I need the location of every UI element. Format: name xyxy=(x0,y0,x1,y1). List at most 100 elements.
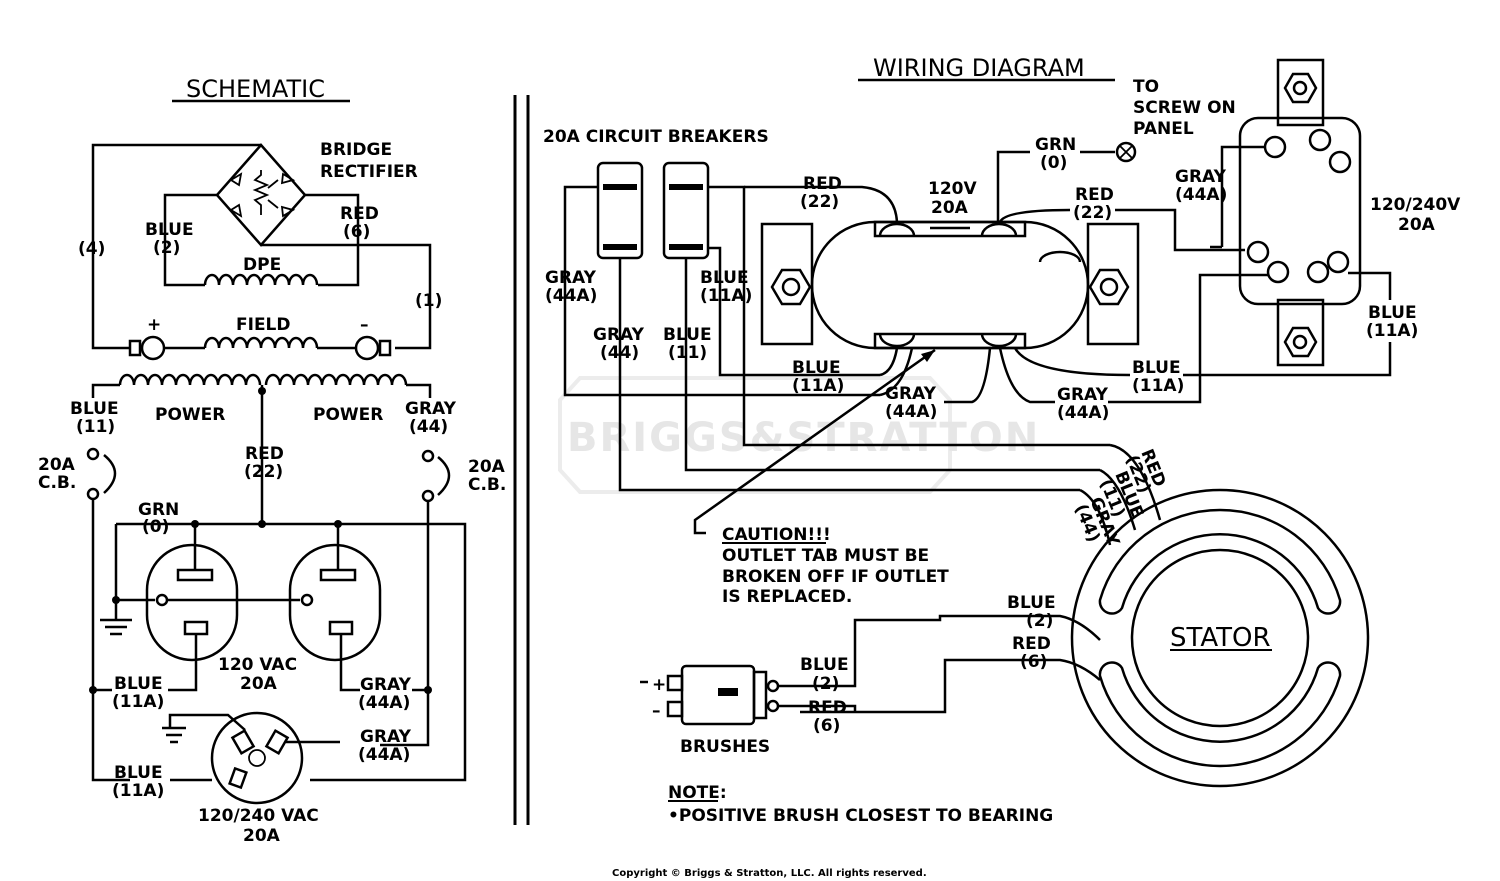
schematic-outlet-240v xyxy=(162,711,340,805)
circuit-breaker-1 xyxy=(596,161,644,260)
label-gray-mid2-num: (44A) xyxy=(1057,403,1109,423)
label-blue-mid-left-color: BLUE xyxy=(792,358,841,378)
label-red-6-top-color: RED xyxy=(1012,634,1051,654)
label-bridge: BRIDGE xyxy=(320,140,392,160)
label-cb-left-2: C.B. xyxy=(38,473,76,493)
wiring-title: WIRING DIAGRAM xyxy=(873,54,1085,82)
label-blue-far-right-num: (11A) xyxy=(1366,321,1418,341)
label-brush-plus: + xyxy=(652,675,666,695)
schematic-title: SCHEMATIC xyxy=(186,75,325,103)
label-cb-right-1: 20A xyxy=(468,457,506,477)
label-grn-color: GRN xyxy=(1035,135,1076,155)
label-field: FIELD xyxy=(236,315,291,335)
label-240v-amps: 20A xyxy=(1398,215,1436,235)
label-blue-2-brush-color: BLUE xyxy=(800,655,849,675)
label-gray-right-color: GRAY xyxy=(1175,167,1227,187)
label-gray-44-num: (44) xyxy=(600,343,639,363)
label-gray-44a-a-num: (44A) xyxy=(358,693,410,713)
label-red-22-num: (22) xyxy=(244,462,283,482)
label-red-22-color: RED xyxy=(245,444,284,464)
label-blue-2-top-color: BLUE xyxy=(1007,593,1056,613)
label-blue-cb-num: (11A) xyxy=(700,286,752,306)
label-gray-mid-num: (44A) xyxy=(885,402,937,422)
dpe-coil xyxy=(203,273,319,286)
label-gray-44a-b-color: GRAY xyxy=(360,727,412,747)
label-brush-minus: – xyxy=(652,701,661,721)
label-panel: PANEL xyxy=(1133,119,1194,139)
label-blue-11a-a-num: (11A) xyxy=(112,692,164,712)
field-coil xyxy=(203,336,319,349)
label-red-6-brush-color: RED xyxy=(808,698,847,718)
label-gray-44a-b-num: (44A) xyxy=(358,745,410,765)
label-gray-44a-a-color: GRAY xyxy=(360,675,412,695)
label-blue-11a-a-color: BLUE xyxy=(114,674,163,694)
label-wire-1: (1) xyxy=(415,291,442,311)
label-to: TO xyxy=(1133,77,1159,97)
label-red-top-right-color: RED xyxy=(1075,185,1114,205)
label-gray-right-num: (44A) xyxy=(1175,185,1227,205)
label-grn-num: (0) xyxy=(142,517,169,537)
label-blue-2-top-num: (2) xyxy=(1026,611,1053,631)
label-red-6-top-num: (6) xyxy=(1020,652,1047,672)
label-gray-44-color: GRAY xyxy=(593,325,645,345)
label-cb-left-1: 20A xyxy=(38,455,76,475)
caution-line-2: BROKEN OFF IF OUTLET xyxy=(722,567,949,587)
briggs-stratton-watermark: BRIGGS&STRATTON xyxy=(558,376,1040,494)
note-text: •POSITIVE BRUSH CLOSEST TO BEARING xyxy=(668,806,1053,826)
caution-title: CAUTION!!! xyxy=(722,525,831,545)
label-field-minus: – xyxy=(360,315,369,335)
label-gray-44-num: (44) xyxy=(409,417,448,437)
caution-line-3: IS REPLACED. xyxy=(722,587,852,607)
label-field-plus: + xyxy=(147,315,161,335)
label-screw-on: SCREW ON xyxy=(1133,98,1236,118)
label-blue-mid-left-num: (11A) xyxy=(792,376,844,396)
label-grn-num: (0) xyxy=(1040,153,1067,173)
wiring-outlet-240v xyxy=(1238,58,1362,367)
copyright-text: Copyright © Briggs & Stratton, LLC. All … xyxy=(612,868,927,879)
label-240v: 120/240V xyxy=(1370,195,1461,215)
label-rectifier: RECTIFIER xyxy=(320,162,418,182)
label-blue-2-brush-num: (2) xyxy=(812,674,839,694)
schematic-panel: SCHEMATIC BRIDGE RECTIFIER (4) BLUE (2) … xyxy=(38,75,506,846)
label-120vac-amps: 20A xyxy=(240,674,278,694)
power-coil-right xyxy=(264,373,408,386)
label-120v: 120V xyxy=(928,179,977,199)
label-blue-mid-right-color: BLUE xyxy=(1132,358,1181,378)
label-dpe: DPE xyxy=(243,255,281,275)
bridge-rectifier xyxy=(215,143,307,247)
power-coil-left xyxy=(118,373,262,386)
label-blue-11a-b-num: (11A) xyxy=(112,781,164,801)
ground-symbol xyxy=(100,600,132,636)
watermark-text: BRIGGS&STRATTON xyxy=(567,415,1040,461)
label-circuit-breakers: 20A CIRCUIT BREAKERS xyxy=(543,127,769,147)
label-gray-mid2-color: GRAY xyxy=(1057,385,1109,405)
label-blue-11-num: (11) xyxy=(76,417,115,437)
label-120vac: 120 VAC xyxy=(218,655,297,675)
label-240vac: 120/240 VAC xyxy=(198,806,319,826)
label-blue-11a-b-color: BLUE xyxy=(114,763,163,783)
label-blue-2-num: (2) xyxy=(153,238,180,258)
label-red-6-num: (6) xyxy=(343,222,370,242)
circuit-breaker-2 xyxy=(662,161,710,260)
label-blue-mid-right-num: (11A) xyxy=(1132,376,1184,396)
schematic-outlet-120v-left xyxy=(145,524,239,692)
label-cb-right-2: C.B. xyxy=(468,475,506,495)
label-red-6-brush-num: (6) xyxy=(813,716,840,736)
stator xyxy=(1070,488,1370,788)
label-brushes: BRUSHES xyxy=(680,737,770,757)
label-power-left: POWER xyxy=(155,405,225,425)
label-blue-11-color: BLUE xyxy=(70,399,119,419)
stator-label: STATOR xyxy=(1170,623,1271,653)
label-power-right: POWER xyxy=(313,405,383,425)
label-120v-amps: 20A xyxy=(931,198,969,218)
label-240vac-amps: 20A xyxy=(243,826,281,846)
label-gray-44-color: GRAY xyxy=(405,399,457,419)
wiring-panel: WIRING DIAGRAM TO SCREW ON PANEL 20A CIR… xyxy=(543,54,1461,826)
caution-line-1: OUTLET TAB MUST BE xyxy=(722,546,929,566)
label-red-top-right-num: (22) xyxy=(1073,203,1112,223)
label-gray-left-color: GRAY xyxy=(545,268,597,288)
label-gray-mid-color: GRAY xyxy=(885,384,937,404)
label-grn-color: GRN xyxy=(138,500,179,520)
schematic-outlet-120v-right xyxy=(288,524,382,692)
